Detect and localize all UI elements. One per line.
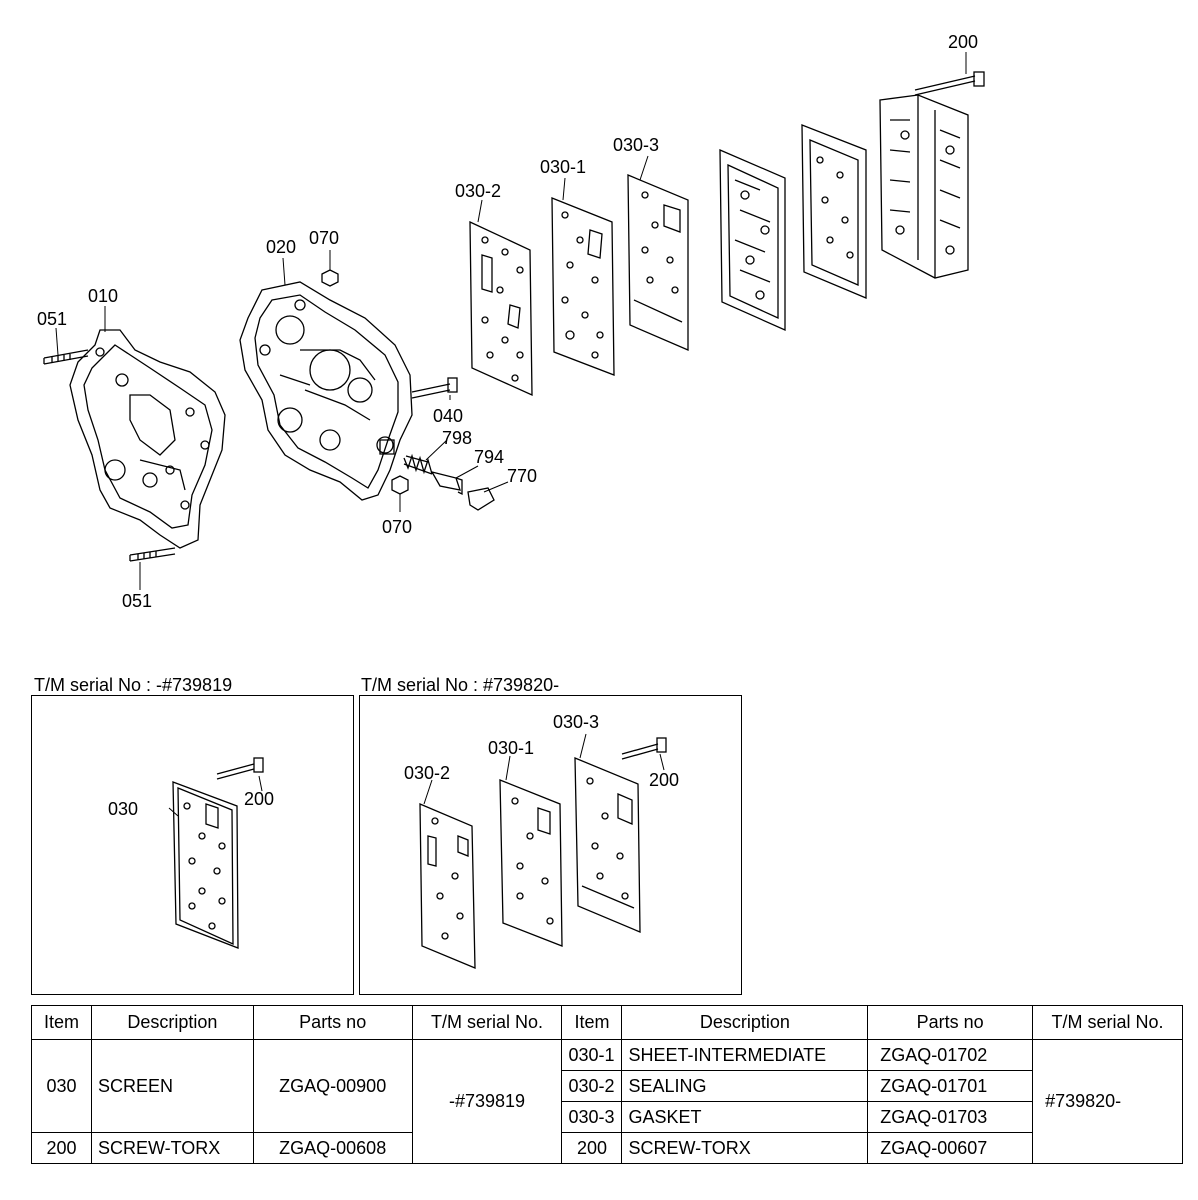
header-description-left: Description xyxy=(90,1005,254,1040)
inset-right-box: 030-2 030-1 030-3 200 xyxy=(359,695,742,995)
parts-table: Item Description Parts no T/M serial No.… xyxy=(31,1005,1183,1164)
screw-200-top xyxy=(914,71,985,96)
callout-051-bottom: 051 xyxy=(122,591,152,611)
inset-left-callout-200: 200 xyxy=(244,789,274,809)
inset-right-callout-030-2: 030-2 xyxy=(404,763,450,783)
screen-holes xyxy=(183,802,226,930)
header-item-right: Item xyxy=(561,1005,623,1040)
header-serial-left: T/M serial No. xyxy=(411,1005,563,1040)
inset-left-caption: T/M serial No : -#739819 xyxy=(34,675,233,695)
inset-left-callout-030: 030 xyxy=(108,799,138,819)
inset-left-box: 030 200 xyxy=(31,695,354,995)
left-item-200: 200 xyxy=(31,1132,92,1164)
leader-lines xyxy=(55,52,967,590)
header-parts-no-left: Parts no xyxy=(252,1005,413,1040)
valve-body-020 xyxy=(239,281,413,501)
spring-798 xyxy=(403,453,433,475)
left-item-030: 030 xyxy=(31,1039,92,1133)
left-serial: -#739819 xyxy=(411,1039,563,1164)
callout-030-1: 030-1 xyxy=(540,157,586,177)
callout-070-bottom: 070 xyxy=(382,517,412,537)
plug-770 xyxy=(467,487,495,511)
left-desc-200: SCREW-TORX xyxy=(90,1132,254,1164)
valve-body-upper xyxy=(879,94,969,279)
callout-030-3: 030-3 xyxy=(613,135,659,155)
right-part-030-1: ZGAQ-01702 xyxy=(867,1039,1034,1071)
callout-798: 798 xyxy=(442,428,472,448)
right-desc-030-2: SEALING xyxy=(621,1070,869,1102)
inset-sheet-030-2 xyxy=(419,803,476,969)
right-item-030-2: 030-2 xyxy=(561,1070,623,1102)
callout-070-top: 070 xyxy=(309,228,339,248)
header-parts-no-right: Parts no xyxy=(867,1005,1034,1040)
right-desc-200: SCREW-TORX xyxy=(621,1132,869,1164)
nut-070-top xyxy=(321,269,339,287)
inset-right-callout-030-1: 030-1 xyxy=(488,738,534,758)
inset-sheet-030-1 xyxy=(499,779,563,947)
table-row: 030-2 SEALING ZGAQ-01701 xyxy=(32,1070,1183,1102)
right-serial: #739820- xyxy=(1032,1039,1183,1164)
table-row: 030-3 GASKET ZGAQ-01703 xyxy=(32,1101,1183,1133)
screw-200-inset-left xyxy=(216,763,255,780)
nut-070-bottom xyxy=(391,475,409,495)
piston-794 xyxy=(430,470,463,496)
right-desc-030-1: SHEET-INTERMEDIATE xyxy=(621,1039,869,1071)
left-desc-030: SCREEN xyxy=(90,1039,254,1133)
callout-020: 020 xyxy=(266,237,296,257)
right-part-200: ZGAQ-00607 xyxy=(867,1132,1034,1164)
right-part-030-3: ZGAQ-01703 xyxy=(867,1101,1034,1133)
callout-051-top: 051 xyxy=(37,309,67,329)
inset-right-callout-030-3: 030-3 xyxy=(553,712,599,732)
callout-030-2: 030-2 xyxy=(455,181,501,201)
sheet-030-1 xyxy=(551,197,615,376)
sheet-030-3 xyxy=(627,174,689,351)
sheet-030-2 xyxy=(469,220,533,397)
callout-770: 770 xyxy=(507,466,537,486)
plate-010 xyxy=(69,329,226,549)
inset-right-callout-200: 200 xyxy=(649,770,679,790)
stud-051-bottom xyxy=(129,547,176,562)
header-item-left: Item xyxy=(31,1005,92,1040)
valve-plate-a xyxy=(719,149,786,332)
table-header-row: Item Description Parts no T/M serial No.… xyxy=(31,1005,1183,1040)
header-serial-right: T/M serial No. xyxy=(1032,1005,1183,1040)
valve-plate-b xyxy=(801,124,867,299)
right-part-030-2: ZGAQ-01701 xyxy=(867,1070,1034,1102)
screw-200-inset-right xyxy=(621,743,659,760)
right-item-200: 200 xyxy=(561,1132,623,1164)
callout-200-top: 200 xyxy=(948,32,978,52)
callout-794: 794 xyxy=(474,447,504,467)
left-part-030: ZGAQ-00900 xyxy=(252,1039,413,1133)
table-row: 200 SCREW-TORX ZGAQ-00608 200 SCREW-TORX… xyxy=(31,1132,1183,1164)
inset-right-drawing: 030-2 030-1 030-3 200 xyxy=(404,712,679,969)
right-desc-030-3: GASKET xyxy=(621,1101,869,1133)
table-row: 030 SCREEN ZGAQ-00900 -#739819 030-1 SHE… xyxy=(31,1039,1183,1164)
callout-040: 040 xyxy=(433,406,463,426)
inset-right-caption: T/M serial No : #739820- xyxy=(361,675,560,695)
right-item-030-3: 030-3 xyxy=(561,1101,623,1133)
inset-left-drawing: 030 200 xyxy=(108,757,274,949)
exploded-diagram: 200 030-3 030-1 030-2 020 070 010 051 04… xyxy=(37,32,985,611)
screen-030 xyxy=(172,781,239,949)
stud-051-top xyxy=(43,349,89,365)
header-description-right: Description xyxy=(621,1005,869,1040)
bolt-040 xyxy=(411,377,458,399)
callout-010: 010 xyxy=(88,286,118,306)
right-item-030-1: 030-1 xyxy=(561,1039,623,1071)
inset-sheet-030-3 xyxy=(574,757,641,933)
left-part-200: ZGAQ-00608 xyxy=(252,1132,413,1164)
